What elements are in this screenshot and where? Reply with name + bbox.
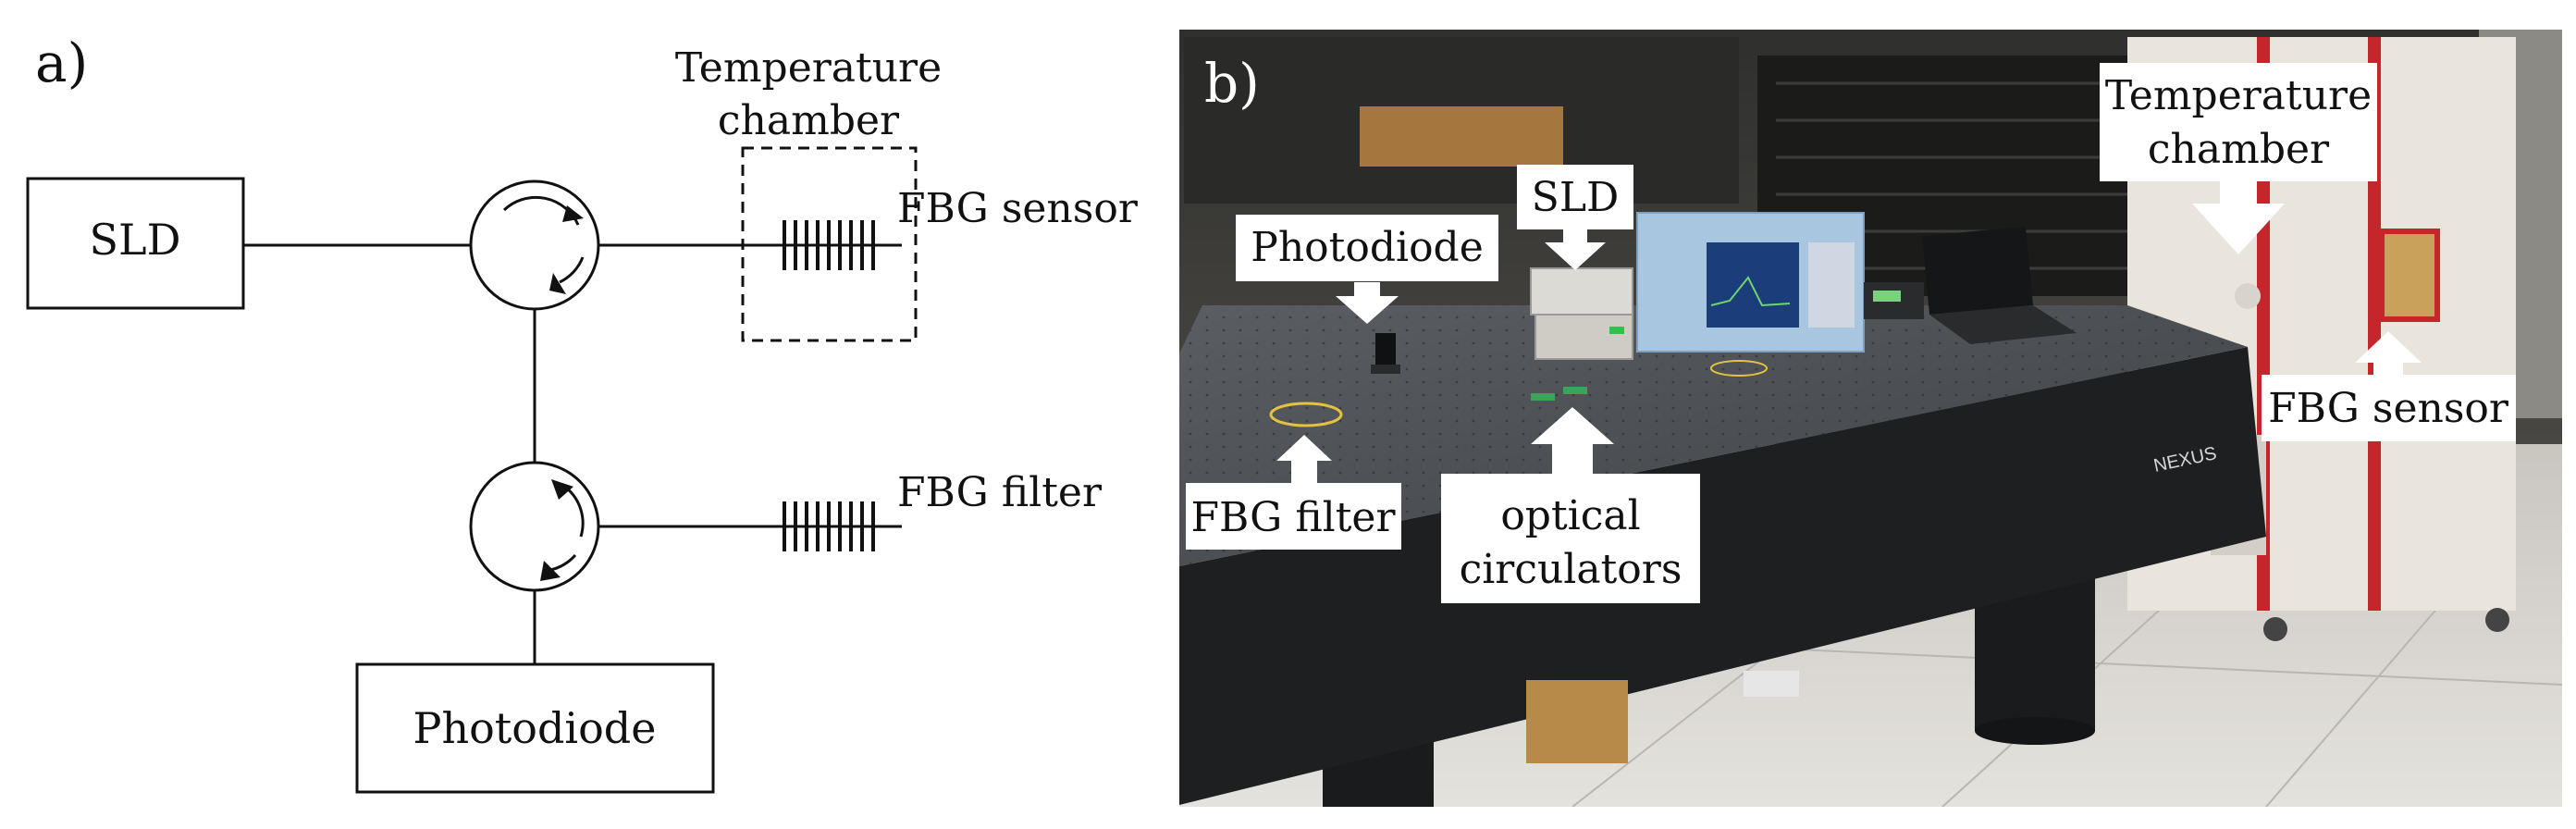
sld-label: SLD xyxy=(90,215,181,265)
fbg-sensor-grating xyxy=(783,220,875,270)
panel-a-label: a) xyxy=(35,31,88,94)
sld-arrow-icon xyxy=(1545,229,1606,270)
fbg-sensor-label: FBG sensor xyxy=(897,185,1139,232)
sld-callout-text: SLD xyxy=(1532,174,1620,221)
chamber-label-line1: Temperature xyxy=(675,44,942,92)
sld-box xyxy=(26,177,245,310)
circulator-1 xyxy=(469,179,600,311)
photodiode-callout xyxy=(1236,215,1498,281)
sld-source-unit xyxy=(1530,267,1633,360)
circulators-arrow-icon xyxy=(1531,407,1614,474)
fbg-sensor-arrow-icon xyxy=(2355,331,2422,375)
laptop xyxy=(1922,227,2077,344)
fbg-filter-grating xyxy=(783,501,875,551)
background-box xyxy=(1360,106,1563,167)
chamber-arrow-icon xyxy=(2192,181,2285,254)
fbg-filter-callout-text: FBG filter xyxy=(1191,494,1397,541)
photodiode-unit xyxy=(1371,333,1400,374)
circulator-2-arrow2-icon xyxy=(540,561,561,581)
fbg-filter-callout xyxy=(1186,483,1401,550)
optical-spectrum-analyzer xyxy=(1636,212,1865,353)
fbg-sensor-callout xyxy=(2262,375,2516,441)
circulators-callout-text-2: circulators xyxy=(1460,546,1682,593)
optical-table-side xyxy=(1179,347,2266,805)
power-strip xyxy=(1744,671,1799,697)
temperature-chamber-box xyxy=(741,146,918,342)
circulator-components xyxy=(1531,387,1587,401)
schematic-panel: a) SLD Temperature chamber FBG sensor xyxy=(26,31,1139,794)
photodiode-callout-text: Photodiode xyxy=(1251,224,1484,271)
photo-panel: NEXUS xyxy=(1179,30,2562,807)
photodiode-label: Photodiode xyxy=(413,703,657,753)
floor-box xyxy=(1526,680,1628,763)
fbg-sensor-callout-text: FBG sensor xyxy=(2268,385,2509,432)
circulator-2 xyxy=(469,461,600,592)
fiber-coil-2 xyxy=(1710,360,1768,377)
panel-b-label: b) xyxy=(1204,52,1260,115)
chamber-callout xyxy=(2100,63,2377,181)
chamber-callout-text-1: Temperature xyxy=(2105,72,2372,119)
circulators-callout xyxy=(1441,474,1700,603)
circulators-callout-text-1: optical xyxy=(1500,492,1640,539)
sld-callout xyxy=(1517,165,1633,229)
circulator-2-arrow-icon xyxy=(551,479,573,500)
fbg-filter-arrow-icon xyxy=(1276,435,1332,483)
fbg-filter-coil xyxy=(1269,402,1343,427)
photodiode-box xyxy=(355,662,715,794)
photodiode-arrow-icon xyxy=(1336,282,1399,324)
circulator-1-arrow2-icon xyxy=(549,273,566,294)
chamber-label-line2: chamber xyxy=(718,97,900,144)
bench-instrument xyxy=(1864,282,1924,319)
circulator-1-arrow-icon xyxy=(562,205,584,222)
chamber-callout-text-2: chamber xyxy=(2148,126,2330,173)
fbg-filter-label: FBG filter xyxy=(897,469,1103,516)
